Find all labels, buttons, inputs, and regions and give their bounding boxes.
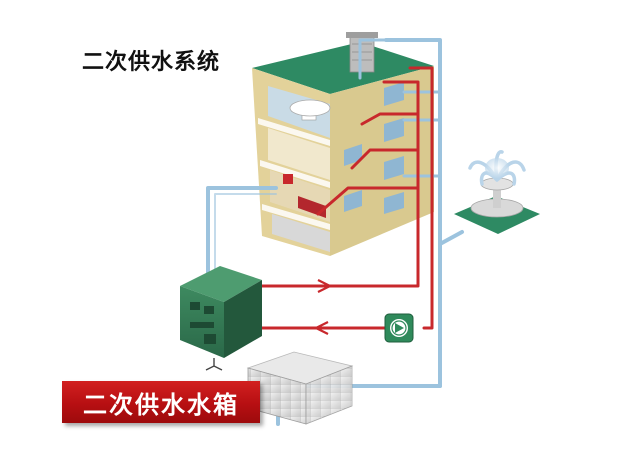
cabinet-stand [205, 358, 223, 371]
tank-label: 二次供水水箱 [83, 390, 239, 419]
arrow-right-icon [317, 279, 332, 293]
control-cabinet [180, 266, 262, 371]
window [384, 82, 404, 106]
window [344, 190, 362, 212]
tank-side [305, 365, 353, 425]
hot-pipe-supply [256, 80, 420, 288]
building-roof [252, 42, 434, 94]
chimney-icon [346, 32, 378, 73]
hot-pipe-return-riser [408, 66, 434, 330]
cabinet-top [180, 266, 262, 302]
cabinet-side [224, 280, 262, 358]
window [384, 118, 404, 142]
page-title: 二次供水系统 [82, 50, 221, 75]
window [384, 156, 404, 180]
hot-water-pipes [256, 66, 434, 330]
room-kitchen [268, 128, 330, 180]
building [252, 32, 434, 256]
cold-pipe-cabinet-to-building [206, 186, 278, 278]
window [384, 192, 404, 214]
cold-pipe-to-fountain [438, 230, 464, 388]
arrow-left-icon [314, 321, 329, 335]
pump-icon [384, 313, 414, 343]
tank-label-banner: 二次供水水箱 [62, 381, 260, 423]
water-tank [246, 351, 354, 425]
fountain-icon [454, 150, 540, 234]
room-utility [272, 214, 330, 252]
